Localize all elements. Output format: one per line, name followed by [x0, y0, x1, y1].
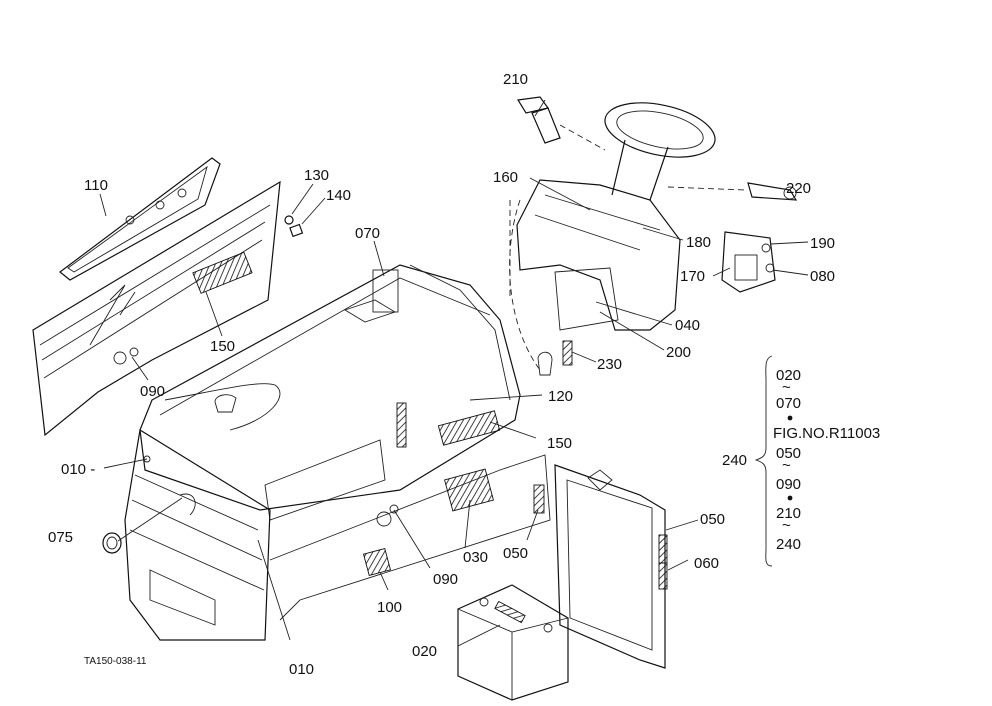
legend-line-7: 240 — [776, 536, 801, 553]
legend-line-1: 020 — [776, 367, 801, 384]
legend-bracket: 020 ~ 070 FIG.NO.R11003 050 ~ 090 210 ~ … — [754, 355, 880, 567]
legend-line-2: 070 — [776, 395, 801, 412]
label-200: 200 — [666, 344, 691, 361]
label-090a: 090 — [140, 383, 165, 400]
legend-tilde-2: ~ — [782, 457, 791, 474]
label-075: 075 — [48, 529, 73, 546]
label-240: 240 — [722, 452, 747, 469]
label-230: 230 — [597, 356, 622, 373]
label-150a: 150 — [210, 338, 235, 355]
label-190: 190 — [810, 235, 835, 252]
label-150b: 150 — [547, 435, 572, 452]
label-210: 210 — [503, 71, 528, 88]
bonnet-drawing — [139, 264, 521, 521]
figure-code: TA150-038-11 — [84, 656, 147, 667]
legend-line-3: FIG.NO.R11003 — [773, 425, 880, 442]
label-110: 110 — [84, 177, 108, 194]
label-020: 020 — [412, 643, 437, 660]
legend-tilde-1: ~ — [782, 379, 791, 396]
legend-dot-1 — [787, 415, 793, 421]
lever-knob-220-drawing — [667, 182, 798, 201]
radiator-drawing — [554, 464, 668, 669]
legend-line-4: 050 — [776, 445, 801, 462]
leader-lines — [99, 99, 809, 647]
label-070: 070 — [355, 225, 380, 242]
lower-body-drawing — [269, 454, 551, 621]
legend-line-6: 210 — [776, 505, 801, 522]
label-220: 220 — [786, 180, 811, 197]
label-170: 170 — [680, 268, 705, 285]
label-050b: 050 — [700, 511, 725, 528]
label-050a: 050 — [503, 545, 528, 562]
lever-knob-210-drawing — [517, 96, 606, 151]
label-080: 080 — [810, 268, 835, 285]
label-130: 130 — [304, 167, 329, 184]
label-030: 030 — [463, 549, 488, 566]
dashboard-drawing — [509, 179, 681, 376]
label-010b: 010 — [289, 661, 314, 678]
label-060: 060 — [694, 555, 719, 572]
part-labels: 110 130 140 070 150 090 120 150 010 - 07… — [48, 71, 835, 678]
label-100: 100 — [377, 599, 402, 616]
battery-drawing — [457, 584, 569, 701]
side-panel-drawing — [32, 180, 281, 437]
label-140: 140 — [326, 187, 351, 204]
legend-dot-2 — [787, 495, 793, 501]
label-010a: 010 - — [61, 461, 95, 478]
clip-drawing — [284, 215, 304, 238]
legend-tilde-3: ~ — [782, 517, 791, 534]
switch-assembly-drawing — [721, 231, 776, 293]
label-040: 040 — [675, 317, 700, 334]
front-badge-drawing — [102, 532, 122, 554]
legend-line-5: 090 — [776, 476, 801, 493]
label-160: 160 — [493, 169, 518, 186]
label-090b: 090 — [433, 571, 458, 588]
front-grille-drawing — [124, 429, 271, 641]
filter-frame-drawing — [59, 157, 221, 281]
label-120: 120 — [548, 388, 573, 405]
label-180: 180 — [686, 234, 711, 251]
steering-wheel-drawing — [604, 102, 716, 201]
